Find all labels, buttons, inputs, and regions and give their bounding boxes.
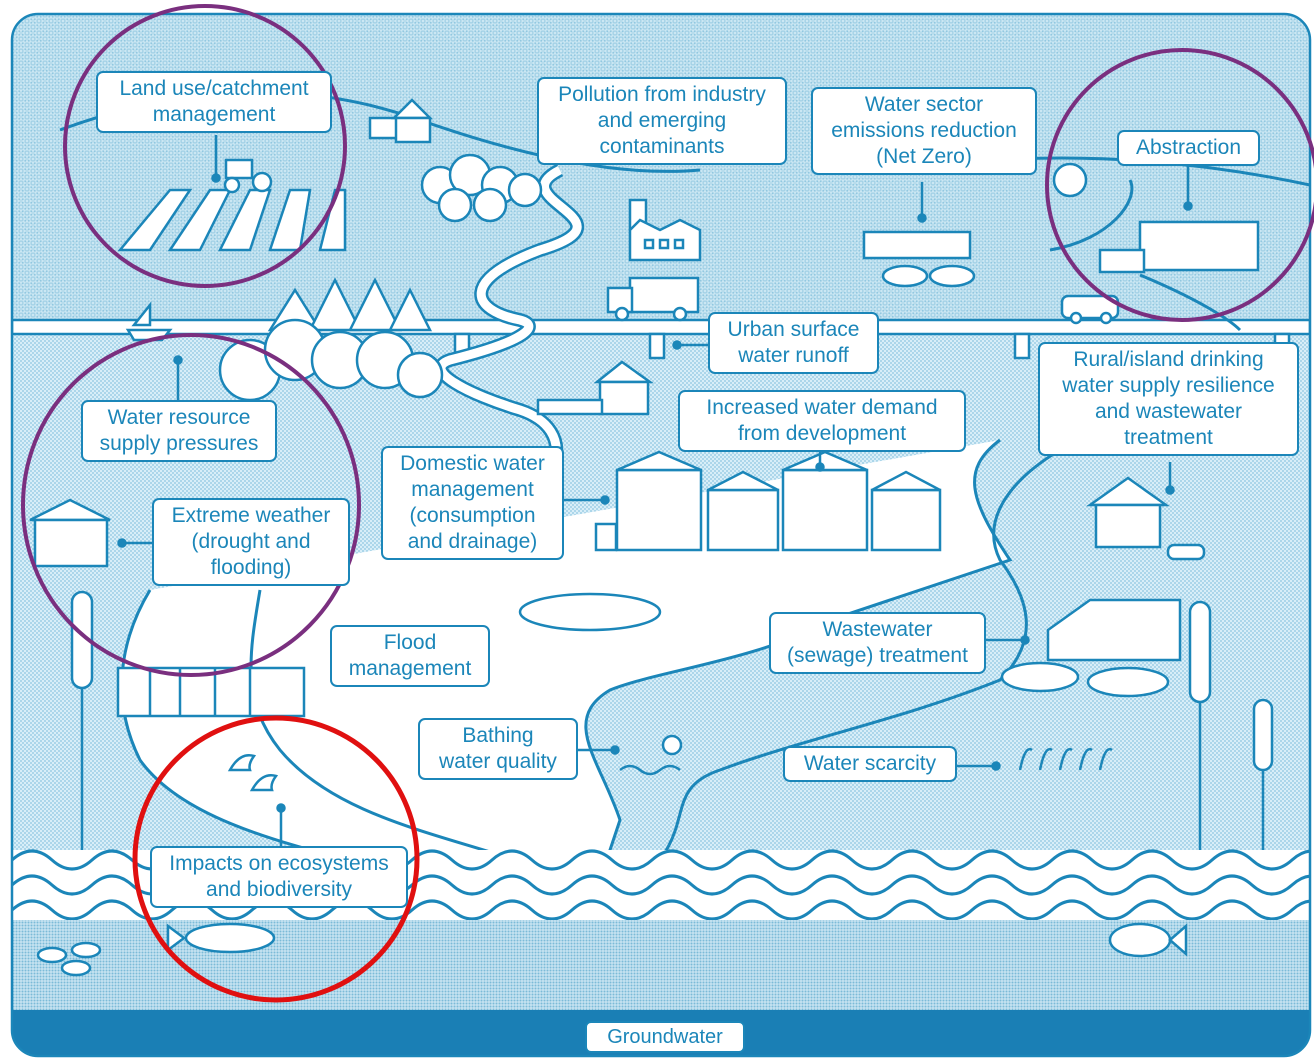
label-increased-demand: Increased water demand from development	[678, 390, 966, 452]
forest-icon	[218, 277, 444, 402]
bulrush-icon	[70, 590, 1274, 850]
label-extreme-weather: Extreme weather (drought and flooding)	[152, 498, 350, 586]
treatment-works-icon	[1000, 598, 1182, 698]
forest-icon	[420, 153, 543, 223]
pond-icon	[518, 592, 662, 632]
label-land-use: Land use/catchment management	[96, 71, 332, 133]
label-water-resource: Water resource supply pressures	[81, 400, 277, 462]
abstraction-works-icon	[1052, 162, 1260, 274]
houses-icon	[594, 450, 942, 552]
dolphin-icon	[227, 754, 279, 792]
label-wastewater: Wastewater (sewage) treatment	[769, 612, 986, 674]
flood-barrier-icon	[116, 666, 306, 718]
swimmer-icon	[619, 734, 683, 776]
label-emissions: Water sector emissions reduction (Net Ze…	[811, 87, 1037, 175]
label-urban-runoff: Urban surface water runoff	[708, 312, 879, 374]
label-domestic: Domestic water management (consumption a…	[381, 446, 564, 560]
house-icon	[1086, 476, 1206, 561]
fish-icon	[166, 922, 276, 954]
label-pollution: Pollution from industry and emerging con…	[537, 77, 787, 165]
label-abstraction: Abstraction	[1117, 130, 1260, 166]
factory-icon	[628, 198, 702, 262]
label-groundwater: Groundwater	[585, 1021, 745, 1053]
house-icon	[29, 498, 111, 568]
highlight-circle-ecosystems	[132, 715, 420, 1003]
highlight-circles	[21, 4, 1314, 1003]
highlight-circle-supply-weather	[21, 333, 361, 677]
fish-icon	[1108, 922, 1188, 958]
label-rural-island: Rural/island drinking water supply resil…	[1038, 342, 1299, 456]
label-flood: Flood management	[330, 625, 490, 687]
label-ecosystems: Impacts on ecosystems and biodiversity	[150, 846, 408, 908]
fish-icon	[36, 941, 102, 977]
car-icon	[1060, 294, 1120, 325]
truck-icon	[606, 276, 700, 322]
leader-lines	[117, 135, 1193, 846]
highlight-circle-abstraction	[1045, 48, 1314, 322]
tractor-icon	[223, 158, 273, 194]
house-icon	[368, 98, 434, 144]
sailboat-icon	[125, 301, 173, 342]
house-icon	[536, 360, 654, 416]
label-bathing: Bathing water quality	[418, 718, 578, 780]
highlight-circle-land-use	[63, 4, 347, 288]
treatment-works-icon	[862, 230, 976, 288]
label-scarcity: Water scarcity	[783, 746, 957, 782]
reeds-icon	[1018, 747, 1113, 771]
